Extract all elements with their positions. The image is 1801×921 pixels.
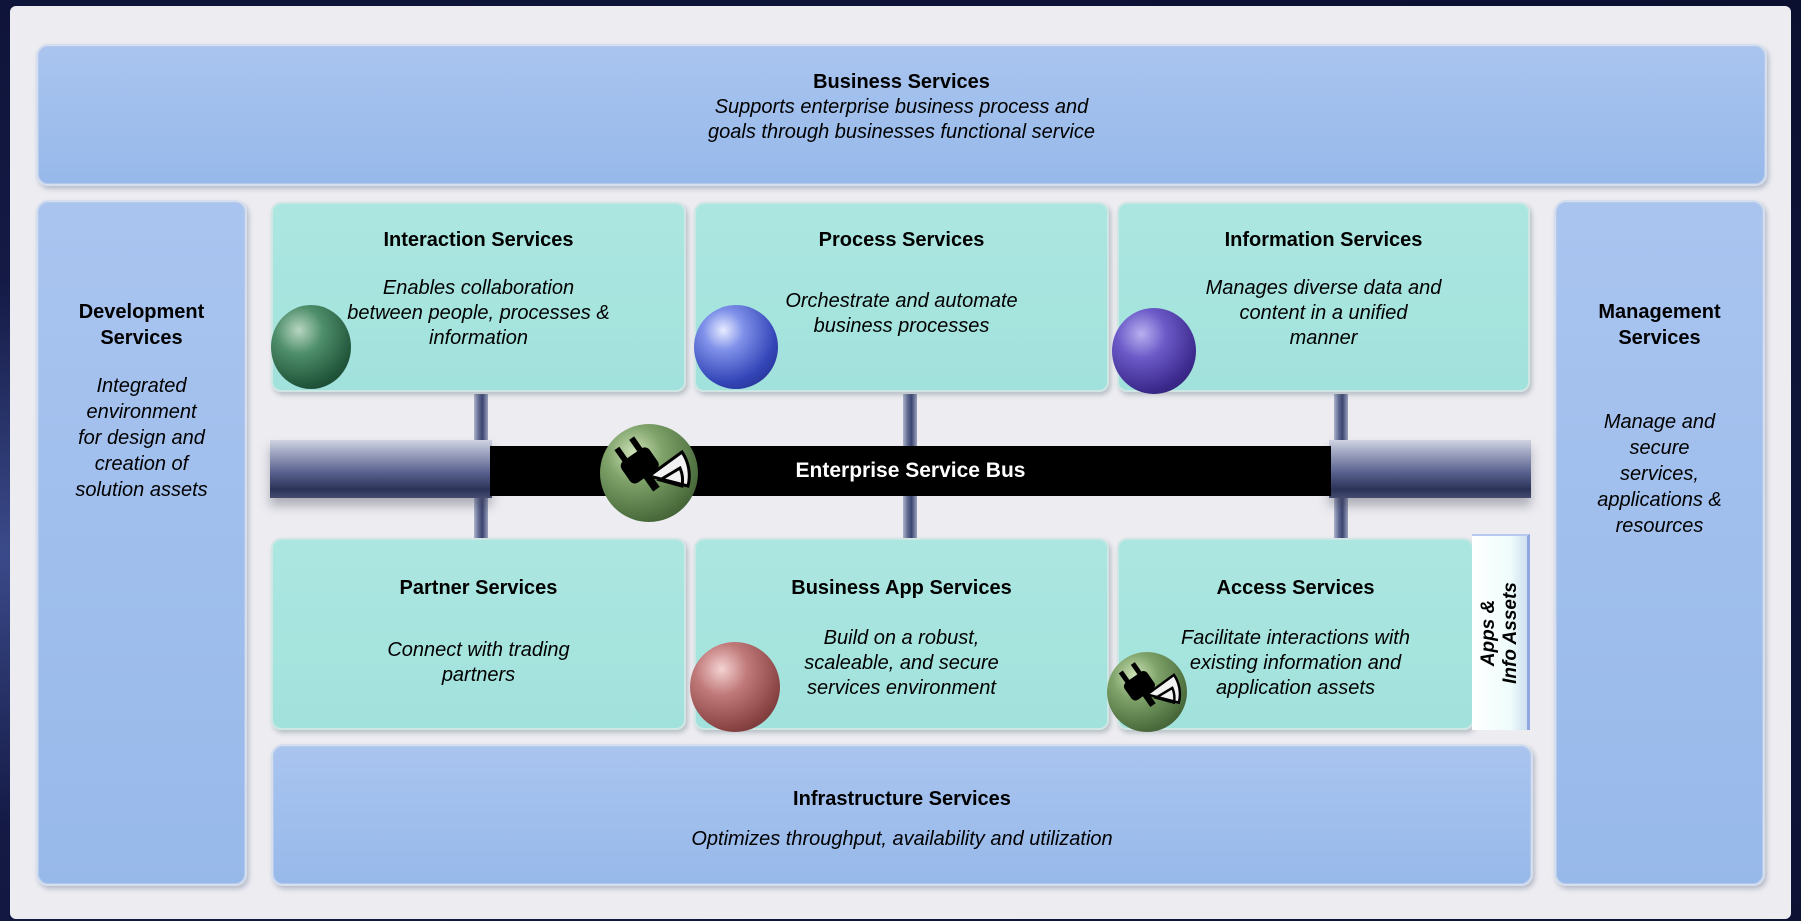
process-sphere-icon: [694, 305, 778, 389]
infrastructure-services-desc: Optimizes throughput, availability and u…: [691, 828, 1113, 850]
development-services-desc-2: environment: [86, 401, 197, 423]
partner-services-desc-2: partners: [441, 664, 516, 686]
information-services-desc-1: Manages diverse data and: [1205, 277, 1442, 299]
development-services-desc-3: for design and: [78, 427, 205, 449]
business-services-title: Business Services: [813, 71, 990, 93]
apps-info-assets-line-1: Apps &: [1477, 599, 1499, 667]
connector-stem: [1334, 394, 1348, 446]
interaction-services-title: Interaction Services: [383, 229, 574, 251]
infrastructure-services-panel: Infrastructure Services Optimizes throug…: [271, 744, 1533, 886]
information-sphere-icon: [1112, 308, 1196, 394]
plug-icon: [600, 424, 698, 522]
management-services-title-2: Services: [1618, 327, 1701, 349]
process-services-desc-2: business processes: [813, 315, 990, 337]
access-services-desc-3: application assets: [1216, 677, 1375, 699]
bus-pipe-left: [270, 440, 492, 498]
management-services-desc-3: services,: [1620, 463, 1699, 485]
enterprise-service-bus-label: Enterprise Service Bus: [795, 459, 1026, 482]
information-services-desc-3: manner: [1289, 327, 1358, 349]
connector-stem: [1334, 494, 1348, 540]
process-services-desc-1: Orchestrate and automate: [785, 290, 1018, 312]
apps-info-assets-line-2: Info Assets: [1499, 582, 1521, 684]
development-services-panel: Development Services Integrated environm…: [36, 200, 247, 886]
business-app-services-desc-3: services environment: [807, 677, 996, 699]
business-app-services-desc-1: Build on a robust,: [823, 627, 980, 649]
development-services-title-2: Services: [100, 327, 183, 349]
development-services-desc-4: creation of: [94, 453, 189, 475]
access-services-title: Access Services: [1216, 577, 1375, 599]
partner-sphere-icon: [690, 642, 780, 732]
development-services-title-1: Development: [78, 301, 205, 323]
information-services-desc-2: content in a unified: [1239, 302, 1408, 324]
business-services-desc-1: Supports enterprise business process and: [714, 96, 1089, 118]
business-services-panel: Business Services Supports enterprise bu…: [36, 44, 1767, 186]
infrastructure-services-title: Infrastructure Services: [793, 788, 1011, 810]
partner-services-title: Partner Services: [399, 577, 558, 599]
management-services-desc-4: applications &: [1597, 489, 1722, 511]
development-services-desc-1: Integrated: [96, 375, 187, 397]
information-services-title: Information Services: [1224, 229, 1423, 251]
access-services-desc-1: Facilitate interactions with: [1181, 627, 1410, 649]
partner-services-box: Partner Services Connect with trading pa…: [271, 538, 686, 730]
connector-stem: [903, 494, 917, 540]
management-services-title-1: Management: [1598, 301, 1721, 323]
management-services-desc-1: Manage and: [1603, 411, 1716, 433]
business-app-services-title: Business App Services: [791, 577, 1012, 599]
plug-icon: [1107, 652, 1187, 732]
management-services-panel: Management Services Manage and secure se…: [1554, 200, 1765, 886]
bus-pipe-right: [1329, 440, 1531, 498]
business-app-services-desc-2: scaleable, and secure: [804, 652, 999, 674]
development-services-desc-5: solution assets: [75, 479, 208, 501]
connector-stem: [474, 494, 488, 540]
apps-info-assets-label: Apps & Info Assets: [1478, 582, 1522, 684]
process-services-title: Process Services: [818, 229, 985, 251]
partner-services-desc-1: Connect with trading: [387, 639, 570, 661]
management-services-desc-5: resources: [1615, 515, 1704, 537]
interaction-services-desc-2: between people, processes &: [347, 302, 610, 324]
globe-icon: [271, 305, 351, 389]
connector-stem: [903, 394, 917, 446]
access-services-desc-2: existing information and: [1189, 652, 1402, 674]
business-services-desc-2: goals through businesses functional serv…: [708, 121, 1095, 143]
management-services-desc-2: secure: [1629, 437, 1690, 459]
apps-info-assets-tab: Apps & Info Assets: [1472, 534, 1530, 730]
connector-stem: [474, 394, 488, 446]
access-services-box: Access Services Facilitate interactions …: [1117, 538, 1474, 730]
interaction-services-desc-1: Enables collaboration: [382, 277, 575, 299]
interaction-services-desc-3: information: [429, 327, 528, 349]
interaction-services-box: Interaction Services Enables collaborati…: [271, 202, 686, 392]
